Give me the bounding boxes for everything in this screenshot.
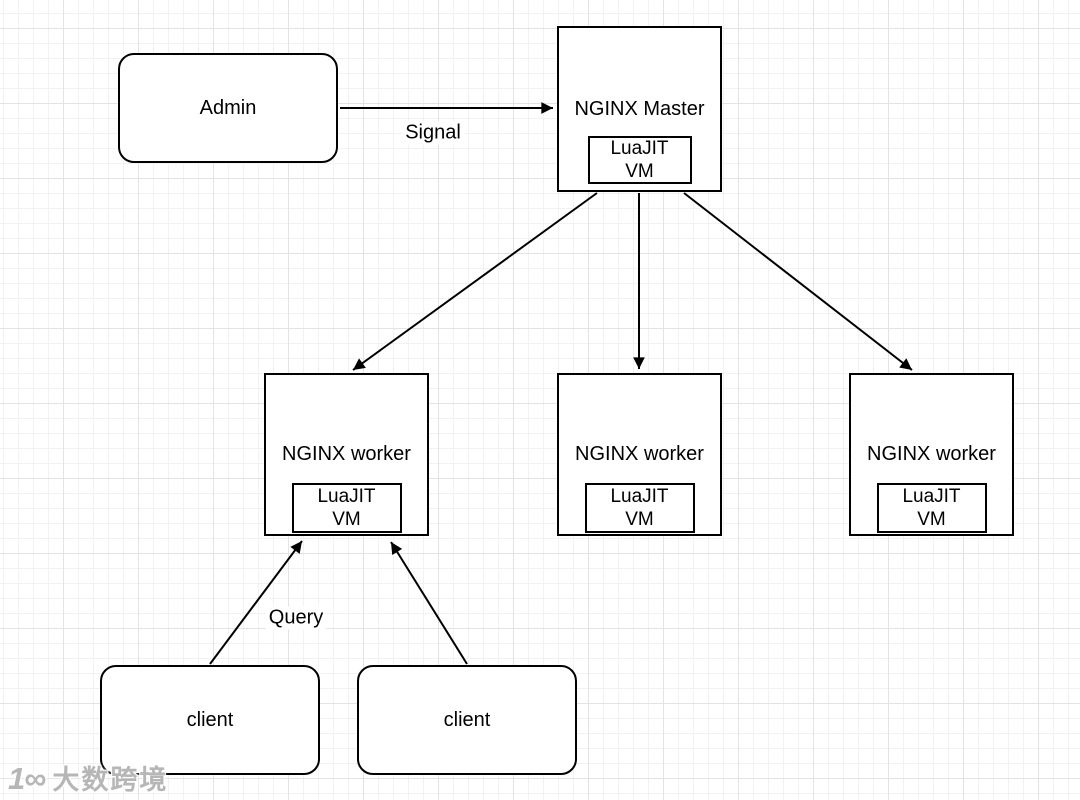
watermark-logo-icon: 1∞	[8, 761, 46, 796]
node-nginx-master-label: NGINX Master	[574, 97, 705, 120]
node-worker3-luajit-vm: LuaJIT VM	[876, 483, 987, 533]
luajit-vm-line2: VM	[332, 509, 361, 530]
node-client-2-label: client	[443, 708, 491, 731]
node-nginx-worker-3: NGINX worker LuaJIT VM	[849, 373, 1014, 536]
luajit-vm-line2: VM	[625, 161, 654, 182]
luajit-vm-line2: VM	[917, 509, 946, 530]
edge-label-query: Query	[265, 606, 327, 630]
node-nginx-worker-1: NGINX worker LuaJIT VM	[264, 373, 429, 536]
node-nginx-master: NGINX Master LuaJIT VM	[557, 26, 722, 192]
node-client-1-label: client	[186, 708, 234, 731]
edge-client1-to-worker1-arrow	[209, 540, 303, 665]
edge-label-signal: Signal	[402, 121, 464, 145]
node-client-1: client	[100, 665, 320, 775]
node-client-2: client	[357, 665, 577, 775]
luajit-vm-line2: VM	[625, 509, 654, 530]
edge-master-to-worker1-arrow	[352, 192, 598, 371]
node-admin: Admin	[118, 53, 338, 163]
watermark-text: 大数跨境	[52, 765, 169, 795]
node-nginx-worker-1-label: NGINX worker	[282, 443, 411, 465]
edge-master-to-worker3-arrow	[683, 192, 913, 371]
node-nginx-worker-2: NGINX worker LuaJIT VM	[557, 373, 722, 536]
watermark: 1∞ 大数跨境	[8, 758, 168, 797]
node-worker1-luajit-vm: LuaJIT VM	[291, 483, 402, 533]
node-nginx-worker-3-label: NGINX worker	[867, 443, 996, 465]
node-master-luajit-vm: LuaJIT VM	[587, 136, 692, 184]
node-nginx-worker-2-label: NGINX worker	[575, 443, 704, 465]
luajit-vm-line1: LuaJIT	[902, 486, 961, 507]
luajit-vm-line1: LuaJIT	[610, 138, 669, 159]
node-admin-label: Admin	[199, 96, 257, 119]
luajit-vm-line1: LuaJIT	[317, 486, 376, 507]
luajit-vm-line1: LuaJIT	[610, 486, 669, 507]
node-worker2-luajit-vm: LuaJIT VM	[584, 483, 695, 533]
edge-client2-to-worker1-arrow	[390, 541, 468, 665]
